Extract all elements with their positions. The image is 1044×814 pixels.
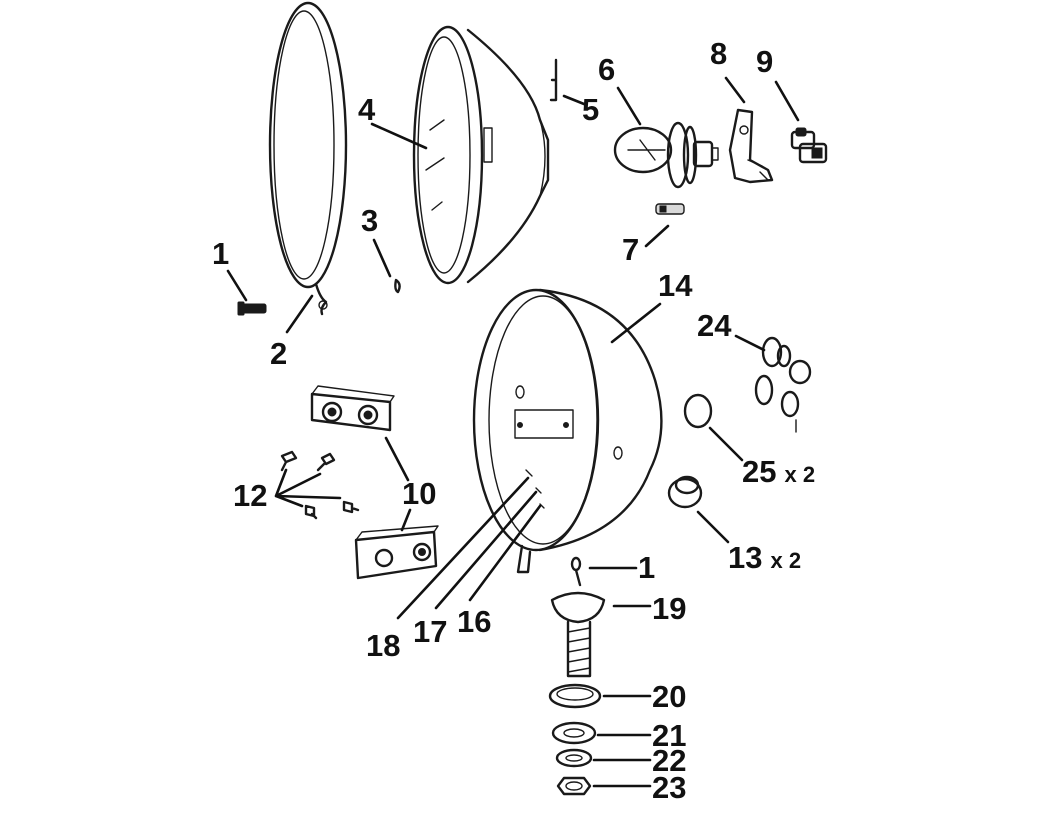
part-bulb-bracket xyxy=(728,108,774,184)
callout-20: 20 xyxy=(652,679,686,714)
callout-19: 19 xyxy=(652,591,686,626)
callout-3: 3 xyxy=(361,203,378,238)
part-clip xyxy=(394,278,401,294)
part-nut xyxy=(556,776,592,796)
part-bulb xyxy=(613,121,719,189)
part-shell xyxy=(472,288,663,574)
callout-18: 18 xyxy=(366,628,400,663)
part-mount-stem xyxy=(550,591,606,678)
callout-14: 14 xyxy=(658,268,693,303)
callout-1-upper: 1 xyxy=(212,236,229,271)
callout-17: 17 xyxy=(413,614,447,649)
callout-9: 9 xyxy=(756,44,773,79)
callout-21: 21 xyxy=(652,718,686,753)
callout-1-lower: 1 xyxy=(638,550,655,585)
callout-24: 24 xyxy=(697,308,732,343)
part-rim-screw xyxy=(237,301,267,316)
callout-10: 10 xyxy=(402,476,436,511)
part-spring-washer xyxy=(555,748,593,768)
part-cup-washer xyxy=(548,683,602,709)
callout-6: 6 xyxy=(598,52,615,87)
part-rim xyxy=(268,1,348,316)
part-flat-washer xyxy=(551,721,597,745)
part-terminal-block-upper xyxy=(310,385,395,432)
callout-22: 22 xyxy=(652,743,686,778)
callout-16: 16 xyxy=(457,604,491,639)
part-mount-bolt xyxy=(570,556,582,587)
part-terminal-block-lower xyxy=(354,525,439,580)
part-blanking-plug xyxy=(683,393,713,429)
part-grommet-13 xyxy=(667,475,703,509)
callout-7: 7 xyxy=(622,232,639,267)
part-plug xyxy=(790,127,828,164)
callout-4: 4 xyxy=(358,92,376,127)
leader-lines xyxy=(226,76,800,788)
callout-8: 8 xyxy=(710,36,727,71)
part-grommets xyxy=(754,336,812,433)
callout-2: 2 xyxy=(270,336,287,371)
part-lens xyxy=(412,25,550,285)
callout-23: 23 xyxy=(652,770,686,805)
part-wire-clip xyxy=(549,58,558,102)
callout-12: 12 xyxy=(233,478,267,513)
callout-5: 5 xyxy=(582,92,599,127)
part-screws xyxy=(280,450,360,520)
part-connector xyxy=(655,203,685,215)
